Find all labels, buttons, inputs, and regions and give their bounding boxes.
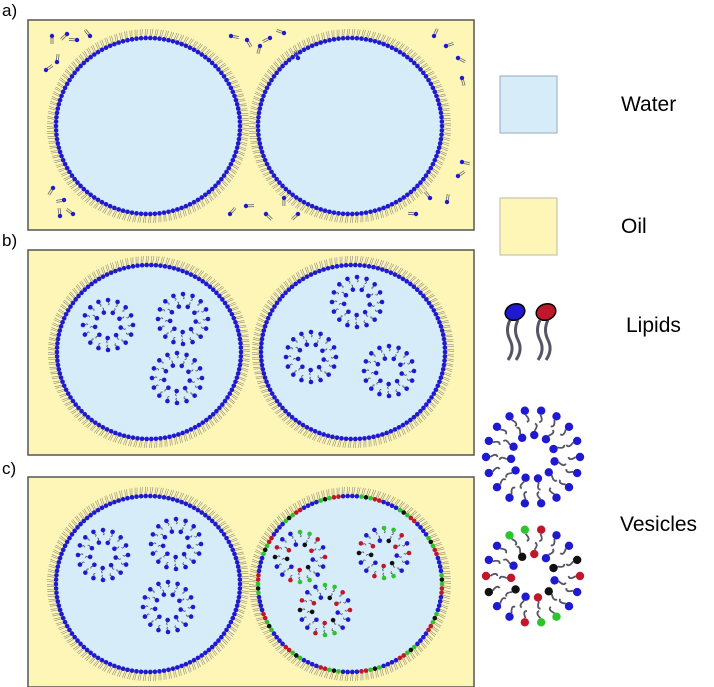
monolayer-left [46,486,250,682]
vesicle [329,274,385,330]
water-droplet-left [56,496,240,672]
lipid-molecule-icon [504,302,557,361]
oil-swatch [499,197,558,256]
vesicle-mixed [297,582,353,638]
monolayer-left [47,255,251,449]
panel-label-a: a) [2,1,17,20]
vesicle [149,350,205,406]
legend: Water Oil Lipids Vesicles [481,75,697,627]
panel-label-c: c) [2,459,16,478]
water-droplet-right [258,38,442,214]
vesicle [283,329,339,385]
vesicle-mixed [272,529,328,585]
monolayer-right-mixed [248,486,452,682]
vesicle-icon [481,406,585,508]
monolayer-left [46,28,250,224]
monolayer-right [251,255,455,449]
legend-label-lipids: Lipids [626,314,681,337]
panel-a [27,19,475,231]
vesicle [155,291,211,347]
legend-label-water: Water [621,93,676,116]
panel-c [27,476,475,687]
vesicle-icon-mixed [481,525,585,627]
water-droplet-left [56,38,240,214]
monolayer-right [248,28,452,224]
legend-label-oil: Oil [621,215,647,238]
free-lipids [43,28,471,221]
panel-label-b: b) [2,231,17,250]
water-droplet-right [258,496,442,672]
panel-b [27,249,475,456]
vesicle [148,516,204,572]
vesicle [140,579,196,635]
vesicle [75,527,131,583]
water-swatch [499,75,558,134]
vesicle-mixed [356,525,412,581]
vesicle [80,297,136,353]
legend-label-vesicles: Vesicles [620,513,697,536]
vesicle [361,343,417,399]
